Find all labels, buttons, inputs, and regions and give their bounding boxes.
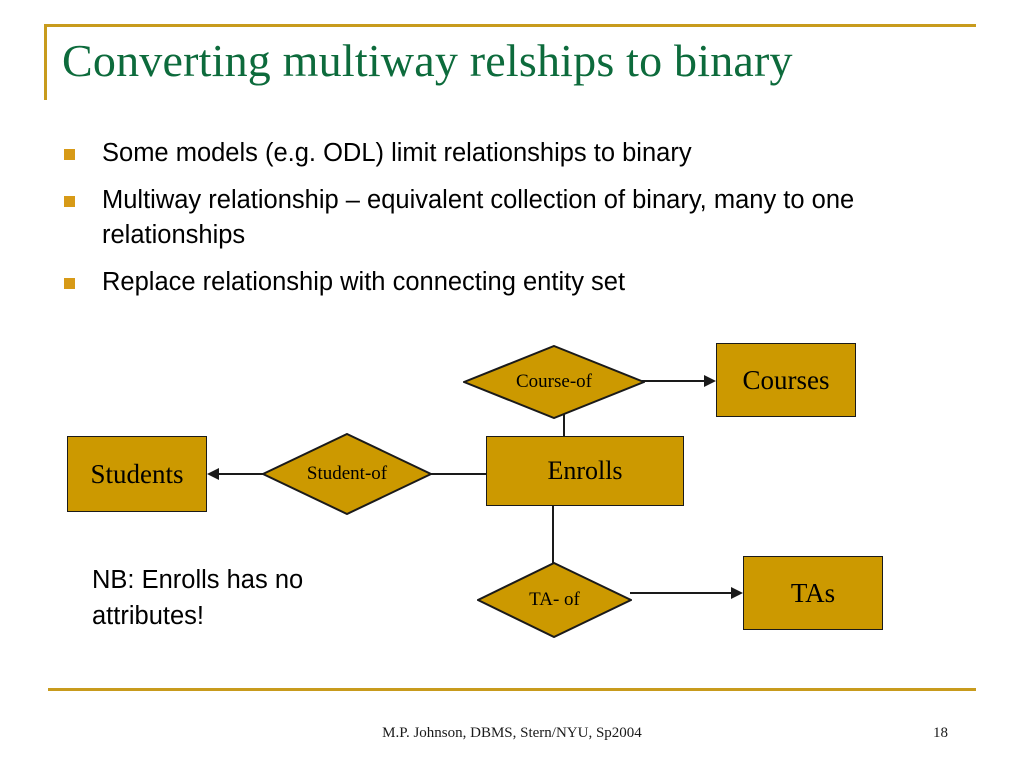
arrow-head-icon-courses	[704, 375, 716, 387]
connector-enrolls-taof	[552, 504, 554, 600]
arrow-head-icon-students	[207, 468, 219, 480]
entity-tas[interactable]: TAs	[743, 556, 883, 630]
entity-courses-label: Courses	[742, 364, 830, 395]
bullet-item-2-text: Multiway relationship – equivalent colle…	[102, 186, 855, 249]
footer-page-number: 18	[933, 725, 948, 741]
relationship-ta-of[interactable]: TA- of	[477, 562, 632, 638]
arrow-line-courseof-courses	[642, 380, 704, 382]
diamond-shape-icon	[477, 562, 632, 638]
bullet-item-2: Multiway relationship – equivalent colle…	[60, 183, 980, 253]
arrow-head-icon-tas	[731, 587, 743, 599]
square-bullet-icon	[64, 278, 75, 289]
relationship-student-of-label: Student-of	[306, 463, 388, 484]
footer-credit: M.P. Johnson, DBMS, Stern/NYU, Sp2004	[382, 725, 642, 741]
relationship-student-of[interactable]: Student-of	[262, 433, 432, 515]
entity-students[interactable]: Students	[67, 436, 207, 512]
connector-courseof-enrolls	[563, 412, 565, 438]
diagram-note: NB: Enrolls has no attributes!	[92, 566, 304, 630]
entity-enrolls-label: Enrolls	[547, 456, 623, 485]
arrow-line-taof-tas	[630, 592, 732, 594]
entity-courses[interactable]: Courses	[716, 343, 856, 417]
diamond-shape-icon	[262, 433, 432, 515]
bullet-list: Some models (e.g. ODL) limit relationshi…	[60, 136, 980, 312]
bullet-item-3-text: Replace relationship with	[102, 268, 393, 296]
relationship-course-of[interactable]: Course-of	[463, 345, 645, 419]
relationship-ta-of-label: TA- of	[529, 589, 580, 610]
square-bullet-icon	[64, 196, 75, 207]
connector-studentof-enrolls	[428, 473, 488, 475]
diamond-shape-icon	[463, 345, 645, 419]
entity-students-label: Students	[90, 458, 184, 489]
arrow-line-studentof-students	[219, 473, 269, 475]
bullet-item-3-emphasis: connecting entity set	[392, 268, 626, 296]
entity-enrolls[interactable]: Enrolls	[486, 436, 684, 506]
bullet-item-3: Replace relationship with connecting ent…	[60, 265, 980, 300]
title-top-rule	[44, 24, 976, 27]
page-title: Converting multiway relships to binary	[62, 35, 793, 86]
bullet-item-1-text: Some models (e.g. ODL) limit relationshi…	[102, 139, 692, 167]
bullet-item-1: Some models (e.g. ODL) limit relationshi…	[60, 136, 980, 171]
entity-tas-label: TAs	[790, 577, 836, 608]
square-bullet-icon	[64, 149, 75, 160]
title-left-rule	[44, 24, 47, 100]
relationship-course-of-label: Course-of	[516, 371, 592, 392]
footer-rule	[48, 688, 976, 691]
